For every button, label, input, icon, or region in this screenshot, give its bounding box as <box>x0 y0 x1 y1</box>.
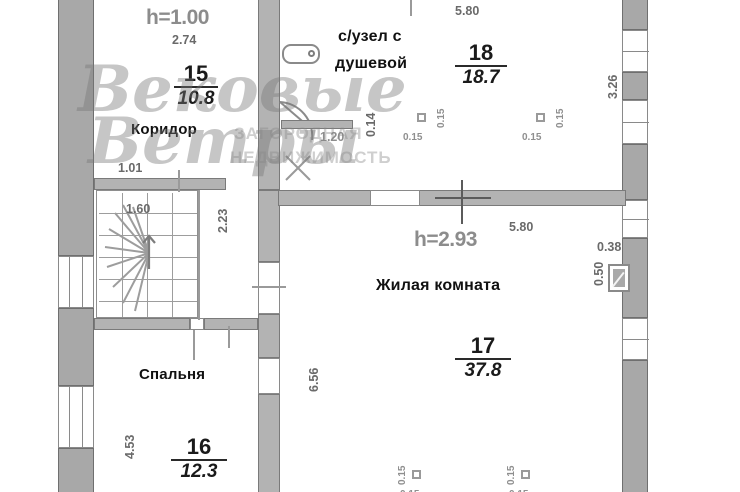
wall-exterior-right-a <box>622 72 648 100</box>
watermark-subtitle-line2: НЕДВИЖИМОСТЬ <box>230 148 392 167</box>
window-left-lower <box>58 386 94 449</box>
watermark-subtitle-line1: ЗАГОРОДНАЯ <box>234 124 363 143</box>
window-right-2 <box>622 100 649 144</box>
room-area-bedroom: 12.3 <box>180 461 218 482</box>
dimension-2-74: 2.74 <box>172 33 197 47</box>
wall-stairs-bottom-2 <box>204 318 258 330</box>
height-note-corridor: h=1.00 <box>146 6 209 29</box>
column-marker-1 <box>417 113 426 122</box>
dim-tick-4 <box>410 0 412 16</box>
window-right-4 <box>622 318 649 360</box>
window-right-3 <box>622 200 649 238</box>
doorway-bathroom-living <box>370 190 420 206</box>
column-marker-3 <box>412 470 421 479</box>
chimney-vent <box>608 264 630 292</box>
dimension-2-23: 2.23 <box>216 208 230 233</box>
fixture-drain-icon <box>308 50 315 57</box>
column-label-4-v: 0.15 <box>506 465 517 485</box>
window-left-upper <box>58 256 94 309</box>
room-area-bathroom: 18.7 <box>462 67 500 88</box>
wall-exterior-left-upper <box>58 0 94 256</box>
wall-interior-vertical-mid <box>258 190 280 262</box>
wall-exterior-right-b <box>622 144 648 200</box>
column-marker-4 <box>521 470 530 479</box>
room-number-corridor: 15 <box>183 61 209 86</box>
room-name-bathroom-line1: с/узел с <box>338 28 402 45</box>
room-id-bedroom: 16 12.3 <box>171 434 227 482</box>
column-label-1-h: 0.15 <box>403 132 423 143</box>
column-label-3-v: 0.15 <box>397 465 408 485</box>
dimension-4-53: 4.53 <box>123 434 137 459</box>
door-swing-x-bathroom <box>285 155 311 181</box>
dimension-0-50: 0.50 <box>592 261 606 286</box>
axis-marker-horizontal <box>435 197 491 199</box>
fraction-bar <box>455 358 511 360</box>
dim-tick-1 <box>252 286 286 288</box>
column-label-2-v: 0.15 <box>555 108 566 128</box>
height-note-living: h=2.93 <box>414 228 477 251</box>
room-number-bathroom: 18 <box>468 40 494 65</box>
dimension-1-20: 1.20 <box>320 130 345 144</box>
dim-tick-5 <box>178 170 180 192</box>
column-label-1-v: 0.15 <box>436 108 447 128</box>
staircase <box>96 190 198 318</box>
wall-interior-vertical-lower <box>258 394 280 492</box>
fraction-bar <box>455 65 507 67</box>
plumbing-fixture <box>282 44 320 64</box>
wall-exterior-left-bottom <box>58 448 94 492</box>
wall-exterior-right-bottom <box>622 360 648 492</box>
fraction-bar <box>171 459 227 461</box>
wall-corridor-bottom <box>94 178 226 190</box>
door-leaf-bathroom <box>281 120 353 129</box>
dimension-5-80-top: 5.80 <box>455 4 480 18</box>
column-label-2-h: 0.15 <box>522 132 542 143</box>
fraction-bar <box>174 86 218 88</box>
dim-tick-3 <box>228 326 230 348</box>
window-right-1 <box>622 30 649 72</box>
dimension-6-56: 6.56 <box>307 367 321 392</box>
dimension-0-38: 0.38 <box>597 240 622 254</box>
room-name-living: Жилая комната <box>376 277 501 294</box>
dimension-1-60: 1.60 <box>126 202 151 216</box>
column-label-4-h: 0.15 <box>509 489 528 492</box>
room-area-corridor: 10.8 <box>177 88 215 109</box>
column-label-3-h: 0.15 <box>400 489 419 492</box>
wall-exterior-right-top <box>622 0 648 30</box>
dimension-1-01: 1.01 <box>118 161 143 175</box>
stairs-bottom-gap <box>190 318 204 330</box>
axis-marker-vertical <box>461 180 463 224</box>
room-id-bathroom: 18 18.7 <box>455 40 507 88</box>
dimension-3-26: 3.26 <box>606 74 620 99</box>
room-id-living: 17 37.8 <box>455 333 511 381</box>
room-number-bedroom: 16 <box>186 434 212 459</box>
wall-exterior-left-middle <box>58 308 94 386</box>
room-number-living: 17 <box>470 333 496 358</box>
wall-stairs-bottom <box>94 318 190 330</box>
room-name-bathroom-line2: душевой <box>335 55 408 72</box>
doorway-bedroom <box>258 262 280 314</box>
dim-tick-2 <box>193 330 195 360</box>
room-id-corridor: 15 10.8 <box>174 61 218 109</box>
dimension-5-80-middle: 5.80 <box>509 220 534 234</box>
wall-interior-vertical-mid2 <box>258 314 280 358</box>
stairs-direction-icon <box>104 204 156 312</box>
dimension-0-14: 0.14 <box>364 112 378 137</box>
room-name-bedroom: Спальня <box>139 366 206 383</box>
doorway-bedroom-2 <box>258 358 280 394</box>
wall-interior-vertical-upper <box>258 0 280 190</box>
room-name-corridor: Коридор <box>131 121 197 138</box>
room-area-living: 37.8 <box>464 360 502 381</box>
column-marker-2 <box>536 113 545 122</box>
